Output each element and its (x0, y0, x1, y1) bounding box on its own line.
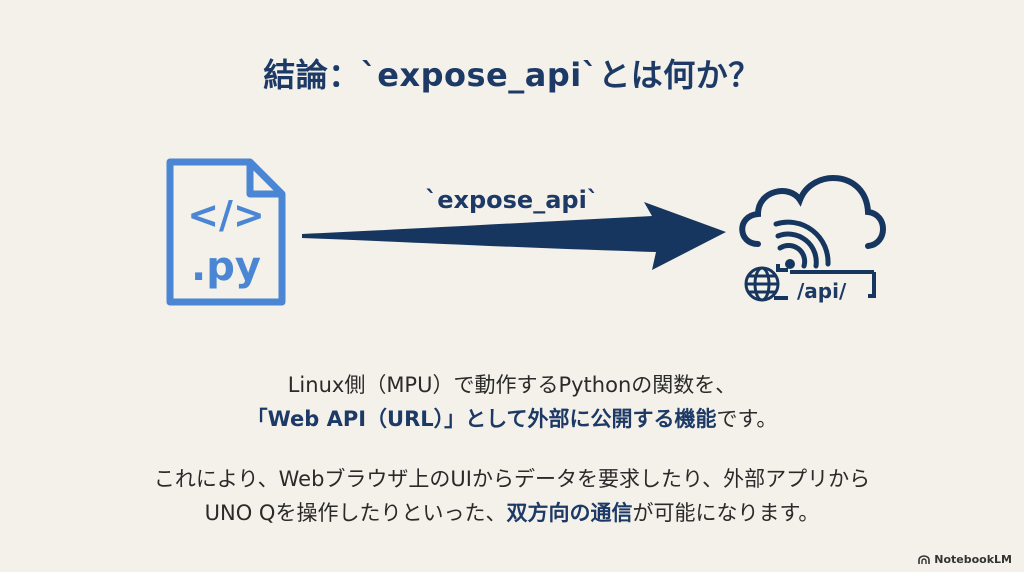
description-paragraph-1: Linux側（MPU）で動作するPythonの関数を、 「Web API（URL… (0, 368, 1024, 436)
brand-watermark: NotebookLM (918, 553, 1012, 566)
notebooklm-logo-icon (918, 554, 931, 564)
page-title: 結論：`expose_api`とは何か？ (263, 56, 761, 94)
signal-icon (773, 219, 831, 269)
cloud-api-icon (739, 175, 886, 302)
description-highlight-2: 双方向の通信 (506, 501, 633, 525)
description-paragraph-2: これにより、Webブラウザ上のUIからデータを要求したり、外部アプリから UNO… (0, 462, 1024, 530)
globe-icon (744, 266, 780, 302)
expose-arrow (302, 202, 726, 270)
description-line-4-pre: UNO Qを操作したりといった、 (204, 501, 507, 525)
api-endpoint-label: /api/ (797, 279, 847, 303)
description-highlight-1: 「Web API（URL）」として外部に公開する機能 (246, 407, 717, 431)
description-line-4: UNO Qを操作したりといった、双方向の通信が可能になります。 (0, 496, 1024, 530)
file-code-symbol: </> (187, 193, 265, 237)
description-line-1: Linux側（MPU）で動作するPythonの関数を、 (287, 373, 737, 397)
description-line-2-rest: です。 (716, 407, 778, 431)
description-line-4-post: が可能になります。 (632, 501, 820, 525)
brand-name: NotebookLM (934, 553, 1012, 566)
python-file-icon: </> .py (166, 158, 286, 306)
description-line-2: 「Web API（URL）」として外部に公開する機能です。 (0, 402, 1024, 436)
file-extension-label: .py (191, 244, 261, 290)
description-line-3: これにより、Webブラウザ上のUIからデータを要求したり、外部アプリから (153, 467, 871, 491)
arrow-label: `expose_api` (425, 186, 599, 214)
